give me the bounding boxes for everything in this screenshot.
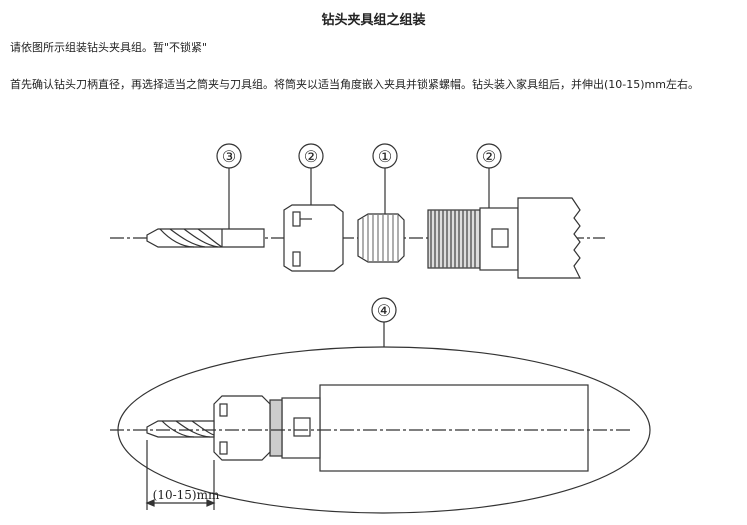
callout-collet: ① — [378, 147, 392, 166]
dimension-label: (10-15)mm — [153, 488, 220, 502]
callout-circle-holder — [476, 143, 502, 169]
nut-part — [283, 204, 344, 272]
callout-circle-collet — [372, 143, 398, 169]
callout-circle-assembly — [371, 297, 397, 323]
dimension-arrow-right — [206, 499, 216, 507]
callout-nut: ② — [304, 147, 318, 166]
callout-holder: ② — [482, 147, 496, 166]
instruction-line-1: 请依图所示组装钻头夹具组。暂"不锁紧" — [10, 41, 208, 54]
holder-part — [427, 197, 581, 279]
callout-circle-nut — [298, 143, 324, 169]
page-title: 钻头夹具组之组装 — [321, 13, 426, 28]
assembled-tool — [146, 384, 589, 472]
callout-drill-bit: ③ — [222, 147, 236, 166]
callout-circle-drill-bit — [216, 143, 242, 169]
collet-part — [357, 213, 405, 263]
instruction-line-2: 首先确认钻头刀柄直径，再选择适当之筒夹与刀具组。将筒夹以适当角度嵌入夹具并锁紧螺… — [10, 78, 699, 91]
drill-bit-part — [146, 228, 265, 248]
dimension-arrow-left — [145, 499, 155, 507]
callout-assembly: ④ — [377, 301, 391, 320]
